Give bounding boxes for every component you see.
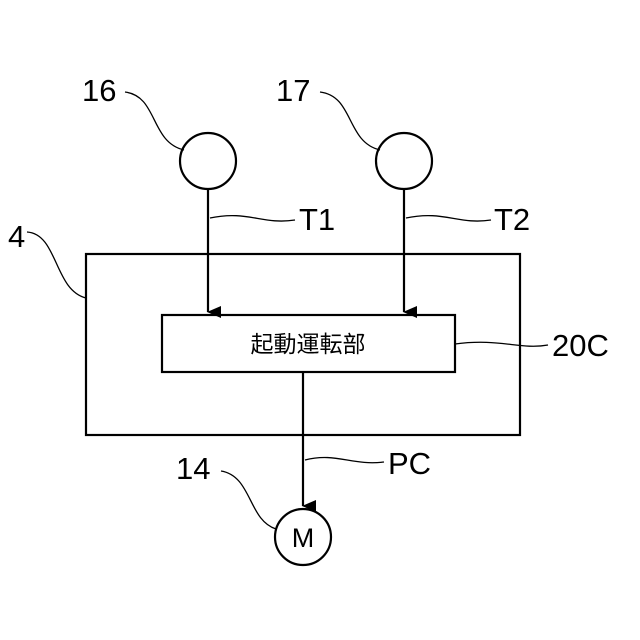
signal-t1-label: T1 (299, 202, 335, 237)
motor-symbol: M (292, 523, 315, 553)
controller-label: 4 (8, 219, 25, 254)
signal-t2-leader (406, 216, 491, 221)
unit-20c-leader (455, 342, 548, 346)
signal-t1-leader (210, 216, 295, 221)
sensor-17-circle (376, 133, 432, 189)
sensor-16-leader (125, 92, 184, 150)
output-pc-label: PC (388, 446, 431, 481)
output-pc-leader (305, 457, 384, 462)
unit-20c-label: 20C (552, 328, 609, 363)
controller-leader (27, 232, 86, 298)
sensor-17-leader (320, 92, 380, 150)
startup-unit-text: 起動運転部 (251, 332, 366, 358)
motor-14-label: 14 (176, 451, 210, 486)
motor-14-leader (221, 471, 276, 529)
sensor-17-label: 17 (276, 73, 310, 108)
signal-t2-label: T2 (494, 202, 530, 237)
sensor-16-circle (180, 133, 236, 189)
sensor-16-label: 16 (82, 73, 116, 108)
